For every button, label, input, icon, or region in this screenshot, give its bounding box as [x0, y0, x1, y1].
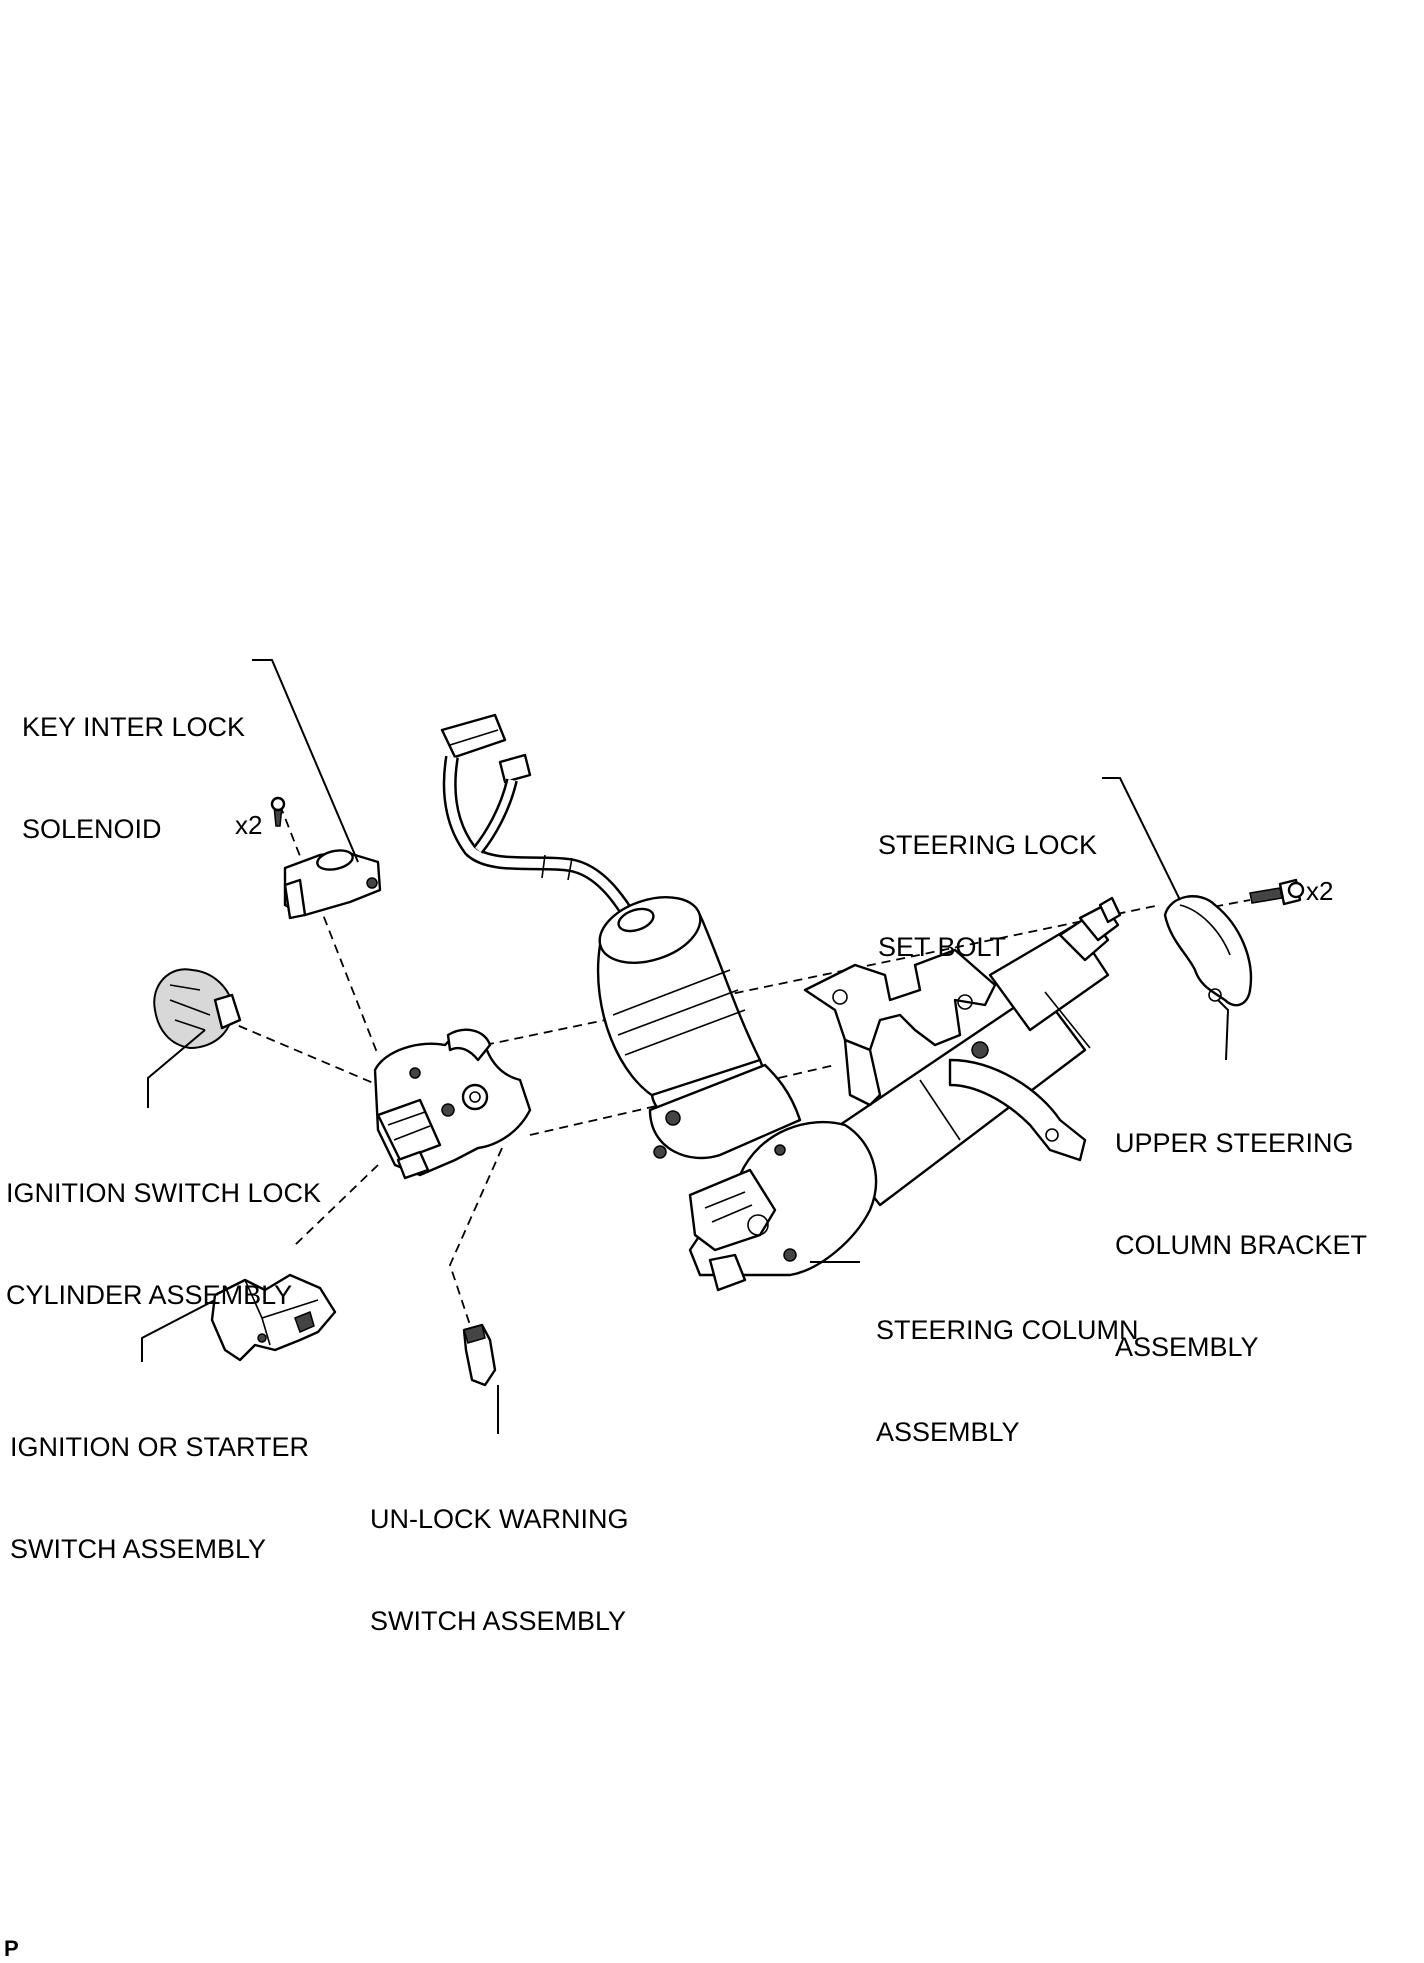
steering-lock-set-bolt [1249, 878, 1305, 906]
label-line: STEERING LOCK [878, 830, 1098, 860]
set-bolt-qty: x2 [1306, 876, 1334, 906]
label-line: IGNITION OR STARTER [10, 1432, 310, 1462]
steering-motor [596, 896, 802, 1160]
label-line: ASSEMBLY [1115, 1332, 1259, 1362]
key-inter-lock-solenoid [270, 796, 382, 920]
label-steering-lock-set-bolt: STEERING LOCK SET BOLT [878, 760, 1097, 998]
leader-lines [141, 659, 1230, 1434]
label-line: ASSEMBLY [876, 1417, 1020, 1447]
unlock-warning-switch [462, 1323, 497, 1387]
label-line: SET BOLT [878, 932, 1007, 962]
label-steering-column-assembly: STEERING COLUMN ASSEMBLY [876, 1245, 1139, 1483]
label-line: SWITCH ASSEMBLY [370, 1606, 627, 1636]
wire-harness [440, 713, 642, 929]
label-line: UPPER STEERING [1115, 1128, 1354, 1158]
steering-column-shaft [688, 896, 1122, 1292]
solenoid-screw-qty: x2 [235, 810, 263, 840]
label-ignition-or-starter-switch: IGNITION OR STARTER SWITCH ASSEMBLY [10, 1362, 309, 1600]
label-line: SWITCH ASSEMBLY [10, 1534, 267, 1564]
label-key-inter-lock-solenoid: KEY INTER LOCK SOLENOID [22, 642, 245, 880]
label-line: SOLENOID [22, 814, 162, 844]
label-ignition-switch-lock-cylinder: IGNITION SWITCH LOCK CYLINDER ASSEMBLY [6, 1108, 321, 1346]
lock-housing-exploded [373, 1028, 532, 1180]
label-line: KEY INTER LOCK [22, 712, 246, 742]
label-line: CYLINDER ASSEMBLY [6, 1280, 293, 1310]
label-upper-steering-column-bracket: UPPER STEERING COLUMN BRACKET ASSEMBLY [1115, 1058, 1367, 1398]
label-line: IGNITION SWITCH LOCK [6, 1178, 322, 1208]
label-line: COLUMN BRACKET [1115, 1230, 1368, 1260]
ignition-switch-lock-cylinder [153, 968, 242, 1050]
label-line: STEERING COLUMN [876, 1315, 1139, 1345]
upper-column-bracket [1163, 895, 1253, 1007]
label-line: UN-LOCK WARNING [370, 1504, 629, 1534]
ignition-starter-switch [210, 1273, 337, 1362]
assembly-dashed-lines [224, 804, 1251, 1326]
label-unlock-warning-switch: UN-LOCK WARNING SWITCH ASSEMBLY [370, 1434, 629, 1672]
footer-mark: P [4, 1936, 19, 1961]
